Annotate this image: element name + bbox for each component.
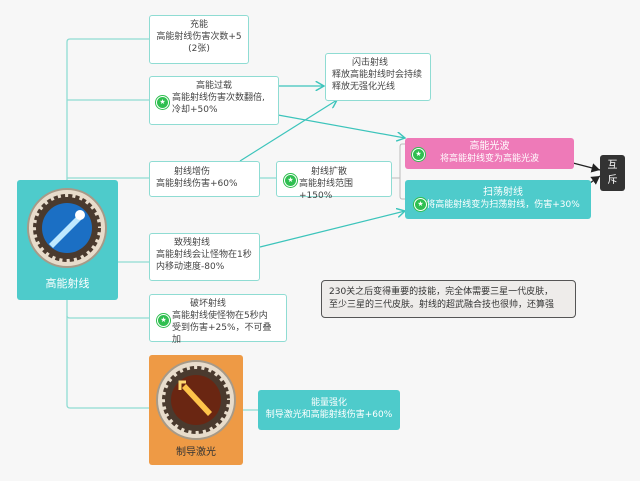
star-icon: ★ (157, 314, 170, 327)
node-desc: 释放高能射线时会持续 (332, 70, 423, 80)
star-icon: ★ (414, 198, 427, 211)
node-title: 扫荡射线 (483, 187, 523, 198)
node-sweep-ray[interactable]: ★ 扫荡射线 将高能射线变为扫荡射线，伤害+30% (405, 180, 591, 219)
exclusive-line2: 斥 (607, 175, 618, 186)
node-overload[interactable]: ★ 高能过载 高能射线伤害次数翻倍, 冷却+50% (149, 76, 279, 125)
star-icon: ★ (156, 96, 169, 109)
guided-laser-skill-icon (156, 360, 236, 440)
root-skill-high-energy-ray[interactable]: 高能射线 (17, 180, 118, 300)
star-icon: ★ (412, 148, 425, 161)
node-desc: 高能射线伤害+60% (156, 179, 238, 189)
node-desc: 制导激光和高能射线伤害+60% (265, 410, 393, 420)
node-title: 能量强化 (310, 398, 347, 408)
root-skill-label: 高能射线 (45, 277, 90, 290)
node-desc: 冷却+50% (172, 105, 218, 115)
note-line2: 至少三星的三代皮肤。射线的超武融合技也很帅，还算强 (329, 300, 555, 310)
node-desc: 高能射线会让怪物在1秒 (156, 250, 252, 260)
node-title: 充能 (189, 20, 208, 30)
guided-laser-label: 制导激光 (176, 447, 216, 458)
node-title: 射线增伤 (174, 167, 211, 177)
node-note: (2张) (188, 44, 210, 54)
node-energy-wave[interactable]: ★ 高能光波 将高能射线变为高能光波 (405, 138, 574, 169)
node-desc: 将高能射线变为高能光波 (439, 154, 539, 164)
node-desc: 将高能射线变为扫荡射线，伤害+30% (426, 200, 580, 210)
node-flash-ray[interactable]: 闪击射线 释放高能射线时会持续 释放无强化光线 (325, 53, 431, 101)
node-desc: 高能射线范围+150% (299, 179, 354, 201)
node-desc: 受到伤害+25%，不可叠加 (172, 323, 272, 345)
note-line1: 230关之后变得重要的技能，完全体需要三星一代皮肤， (329, 287, 554, 297)
node-charge[interactable]: 充能 高能射线伤害次数+5 (2张) (149, 15, 249, 64)
node-spread[interactable]: ★ 射线扩散 高能射线范围+150% (276, 161, 392, 201)
node-destroy-ray[interactable]: ★ 破坏射线 高能射线使怪物在5秒内 受到伤害+25%，不可叠加 (149, 294, 287, 345)
node-title: 射线扩散 (311, 167, 348, 177)
node-title: 致残射线 (174, 238, 211, 248)
node-damage-up[interactable]: 射线增伤 高能射线伤害+60% (149, 161, 260, 197)
node-desc: 内移动速度-80% (156, 262, 225, 272)
node-desc: 高能射线伤害次数+5 (156, 32, 242, 42)
comment-note: 230关之后变得重要的技能，完全体需要三星一代皮肤， 至少三星的三代皮肤。射线的… (321, 280, 576, 318)
mutually-exclusive-label: 互 斥 (600, 155, 625, 191)
node-title: 破坏射线 (190, 299, 227, 309)
node-title: 高能过载 (195, 81, 232, 91)
node-title: 闪击射线 (352, 58, 389, 68)
node-desc: 高能射线伤害次数翻倍, (172, 93, 265, 103)
node-title: 高能光波 (469, 141, 510, 152)
node-cripple-ray[interactable]: 致残射线 高能射线会让怪物在1秒 内移动速度-80% (149, 233, 260, 281)
node-desc: 高能射线使怪物在5秒内 (172, 311, 268, 321)
skill-guided-laser[interactable]: 制导激光 (149, 355, 243, 465)
node-energy-boost[interactable]: 能量强化 制导激光和高能射线伤害+60% (258, 390, 400, 430)
high-energy-ray-skill-icon (27, 188, 107, 268)
node-desc: 释放无强化光线 (332, 82, 396, 92)
star-icon: ★ (284, 174, 297, 187)
exclusive-line1: 互 (607, 160, 618, 171)
